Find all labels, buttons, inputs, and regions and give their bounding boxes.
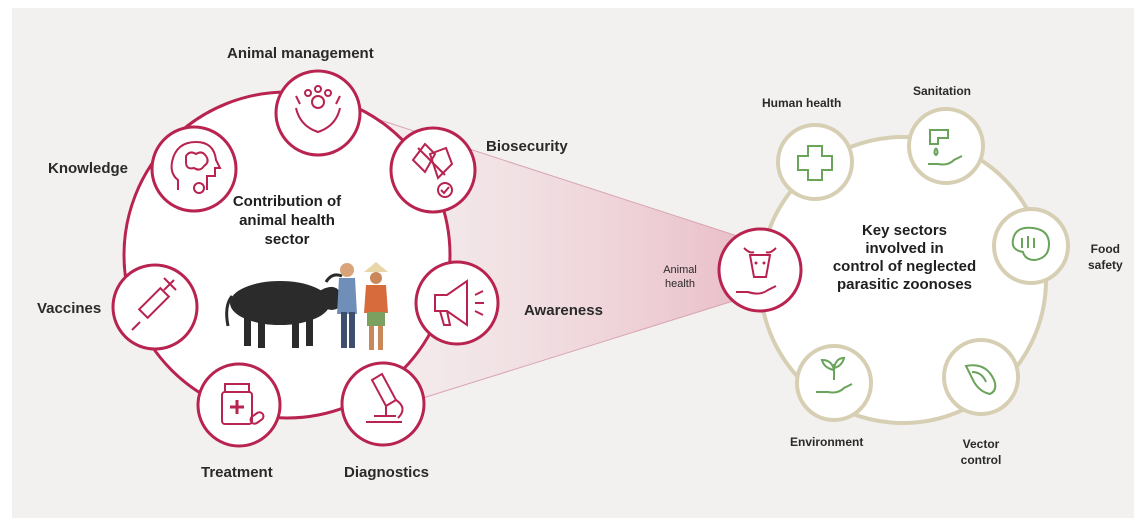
hands-paw-icon <box>274 69 362 157</box>
animal-health-label: Animal health <box>663 264 697 290</box>
diagnostics-label: Diagnostics <box>344 464 430 481</box>
megaphone-icon <box>414 260 500 346</box>
medicine-bottle-icon <box>196 362 282 448</box>
left-hub-title: Contribution of animal health sector <box>232 193 342 248</box>
biosecurity-label: Biosecurity <box>486 138 568 155</box>
sanitation-label: Sanitation <box>913 84 972 98</box>
awareness-label: Awareness <box>524 302 603 319</box>
medical-cross-icon <box>776 123 854 201</box>
plant-hand-icon <box>795 344 873 422</box>
vet-buffalo-farmer-illustration <box>225 262 388 350</box>
food-safety-label: Food safety <box>1088 242 1123 272</box>
animal-management-label: Animal management <box>227 45 374 62</box>
knowledge-label: Knowledge <box>48 160 129 177</box>
environment-label: Environment <box>790 435 864 449</box>
microscope-icon <box>340 361 426 447</box>
tap-hand-icon <box>907 107 985 185</box>
head-brain-icon <box>150 125 238 213</box>
vector-control-label: Vector control <box>960 437 1002 467</box>
human-health-label: Human health <box>762 96 842 110</box>
snail-shell-icon <box>942 338 1020 416</box>
treatment-label: Treatment <box>201 464 273 481</box>
cow-hand-icon <box>717 227 803 313</box>
meat-icon <box>992 207 1070 285</box>
right-hub-title: Key sectors involved in control of negle… <box>832 222 977 293</box>
vaccines-label: Vaccines <box>37 300 102 317</box>
gloves-syringe-icon <box>389 126 477 214</box>
syringe-icon <box>111 263 199 351</box>
